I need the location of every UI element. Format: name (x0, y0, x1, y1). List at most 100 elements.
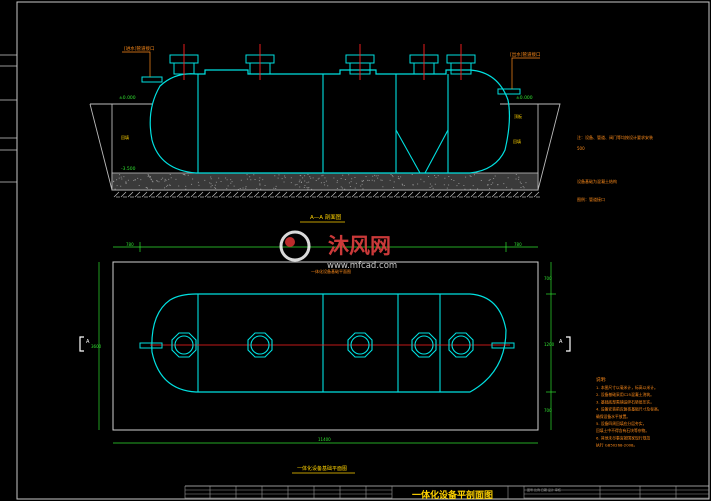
gravel-dot (284, 175, 286, 177)
soil-hatch-line (400, 191, 407, 198)
gravel-dot (348, 182, 350, 184)
gravel-dot (365, 176, 367, 177)
gravel-dot (164, 187, 166, 189)
plan-manhole-inner-3 (350, 335, 370, 355)
soil-hatch-line (302, 191, 309, 198)
soil-hatch-line (323, 191, 330, 198)
gravel-dot (412, 184, 414, 186)
gravel-dot (354, 187, 356, 189)
gravel-dot (506, 186, 508, 188)
gravel-dot (256, 188, 258, 189)
gravel-dot (375, 175, 377, 177)
gravel-dot (493, 178, 495, 179)
gravel-dot (116, 179, 118, 181)
gravel-dot (336, 180, 338, 182)
gravel-dot (237, 189, 239, 190)
gravel-dot (164, 180, 166, 182)
soil-hatch-line (197, 191, 204, 198)
soil-hatch-line (246, 191, 253, 198)
gravel-dot (398, 178, 400, 180)
note-line-5: 确保设备水平放置。 (596, 414, 630, 419)
gravel-dot (273, 187, 275, 189)
gravel-dot (400, 176, 402, 178)
gravel-dot (306, 182, 308, 184)
gravel-dot (284, 177, 286, 179)
soil-hatch-line (267, 191, 274, 198)
soil-hatch-line (379, 191, 386, 198)
gravel-dot (401, 183, 403, 185)
gravel-dot (448, 176, 450, 177)
gravel-dot (348, 174, 350, 176)
title-block-note: 图号 比例 日期 设计 审核 (527, 487, 561, 492)
soil-hatch-line (141, 191, 148, 198)
soil-hatch-line (421, 191, 428, 198)
gravel-dot (230, 179, 232, 181)
gravel-dot (377, 175, 379, 177)
gravel-dot (344, 179, 346, 180)
soil-hatch-line (155, 191, 162, 198)
gravel-dot (333, 177, 335, 179)
gravel-dot (166, 185, 168, 187)
gravel-dot (503, 183, 505, 185)
soil-hatch-line (134, 191, 141, 198)
gravel-dot (184, 174, 186, 176)
gravel-dot (362, 188, 364, 190)
soil-hatch-line (120, 191, 127, 198)
gravel-dot (175, 178, 177, 180)
gravel-dot (487, 184, 489, 186)
gravel-dot (453, 180, 455, 181)
gravel-dot (312, 177, 314, 179)
soil-hatch-line (344, 191, 351, 198)
gravel-dot (354, 177, 356, 178)
gravel-dot (239, 188, 241, 189)
gravel-dot (392, 176, 394, 178)
watermark-logo-icon (279, 230, 311, 262)
gravel-dot (403, 185, 405, 186)
soil-hatch-line (386, 191, 393, 198)
gravel-dot (290, 182, 292, 184)
gravel-dot (259, 183, 261, 185)
gravel-dot (185, 188, 187, 190)
gravel-dot (308, 181, 310, 183)
note-line-3: 3. 基础底部需铺设碎石垫层压实。 (596, 399, 654, 404)
gravel-bed (111, 172, 539, 191)
gravel-dot (240, 179, 242, 181)
gravel-dot (210, 183, 212, 185)
gravel-dot (488, 180, 490, 181)
soil-hatch-line (533, 191, 540, 198)
gravel-dot (233, 185, 235, 187)
soil-hatch-line (162, 191, 169, 198)
gravel-dot (429, 187, 431, 188)
gravel-dot (127, 179, 129, 181)
gravel-dot (156, 180, 158, 181)
gravel-dot (226, 179, 228, 181)
gravel-dot (191, 183, 193, 185)
soil-hatch-line (239, 191, 246, 198)
gravel-dot (258, 180, 260, 182)
gravel-dot (477, 188, 479, 190)
gravel-dot (299, 179, 301, 181)
gravel-dot (169, 184, 171, 186)
gravel-dot (480, 180, 482, 181)
section-mark-left: A (86, 339, 90, 345)
plan-manhole-5 (448, 332, 474, 358)
gravel-dot (362, 181, 364, 182)
plan-title: 一体化设备基础平面图 (297, 465, 347, 472)
soil-hatch-line (260, 191, 267, 198)
gravel-dot (469, 175, 471, 177)
gravel-dot (264, 185, 266, 186)
gravel-dot (121, 178, 123, 180)
gravel-dot (226, 188, 228, 190)
gravel-dot (523, 187, 525, 189)
tank-partitions (197, 74, 449, 174)
gravel-dot (225, 177, 227, 179)
pipes (141, 76, 521, 95)
note-line-7: 回填土中不得含有石块等杂物。 (596, 428, 649, 433)
side-note-1: 注：设备、管道、阀门等均按设计要求安装 (577, 134, 653, 140)
dim-left-vert: 3600 (91, 344, 102, 349)
watermark-url: www.mfcad.com (327, 261, 397, 271)
side-note-2: 500 (577, 146, 585, 151)
gravel-dot (125, 181, 127, 183)
soil-hatch-line (204, 191, 211, 198)
gravel-dot (168, 184, 170, 186)
